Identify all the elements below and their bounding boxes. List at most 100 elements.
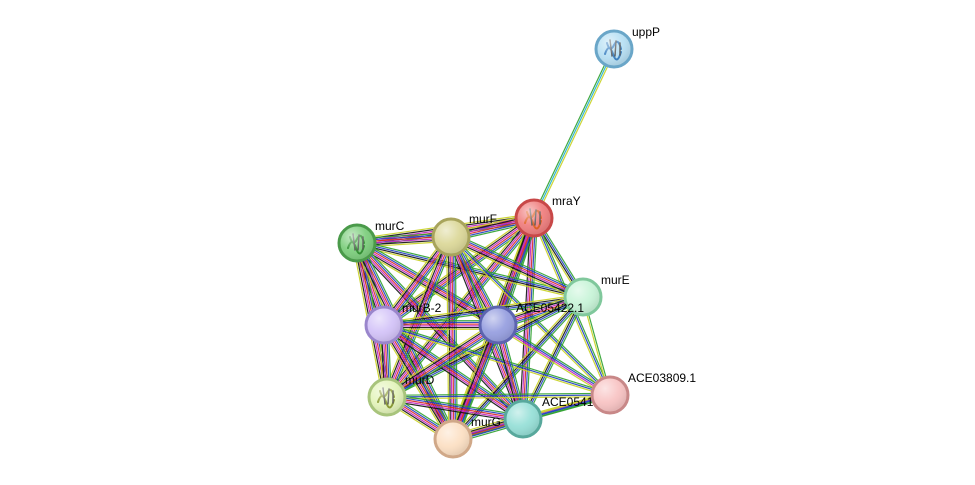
edge-uppP-mraY[interactable]: [531, 48, 617, 219]
edge-evidence-line: [386, 398, 523, 422]
edge-evidence-line: [385, 321, 526, 417]
node-highlight: [370, 380, 404, 414]
edge-evidence-line: [385, 219, 536, 328]
node-mraY[interactable]: mraY: [514, 194, 581, 238]
edge-evidence-line: [388, 237, 454, 399]
edge-evidence-line: [448, 323, 495, 438]
node-highlight: [481, 308, 515, 342]
node-murC[interactable]: murC: [337, 219, 405, 263]
nodes-layer: uppP mraY murC murF murE murB-2 ACE05422.1 murD…: [337, 25, 696, 459]
node-label: ACE0541: [542, 395, 594, 409]
edge-evidence-line: [454, 298, 586, 442]
edge-evidence-line: [382, 235, 448, 396]
edge-evidence-line: [384, 235, 450, 397]
edge-evidence-line: [533, 48, 615, 219]
edge-evidence-line: [450, 236, 611, 396]
node-label: ACE05422.1: [516, 301, 584, 315]
edge-murD-ACE03809.1[interactable]: [386, 392, 611, 400]
edge-evidence-line: [382, 325, 523, 421]
edge-evidence-line: [383, 293, 583, 324]
edge-evidence-line: [531, 48, 614, 218]
edge-evidence-line: [383, 324, 524, 420]
edge-evidence-line: [451, 235, 584, 297]
edge-evidence-line: [384, 322, 611, 394]
edge-murD-ACE0541[interactable]: [386, 393, 524, 423]
edge-murB-2-ACE0541[interactable]: [381, 321, 526, 423]
node-label: murD: [405, 373, 435, 387]
node-highlight: [566, 280, 600, 314]
edge-evidence-line: [497, 325, 610, 397]
edge-evidence-line: [452, 236, 457, 439]
node-highlight: [506, 402, 540, 436]
edge-evidence-line: [451, 234, 585, 296]
edge-evidence-line: [499, 322, 612, 394]
node-label: mraY: [552, 194, 581, 208]
edge-evidence-line: [384, 323, 525, 419]
edge-evidence-line: [357, 241, 584, 297]
edge-evidence-line: [387, 393, 524, 417]
edge-evidence-line: [387, 394, 524, 418]
node-highlight: [434, 220, 468, 254]
edge-ACE05422.1-murD[interactable]: [384, 320, 501, 402]
node-ACE0541[interactable]: ACE0541: [503, 395, 594, 439]
edge-evidence-line: [383, 216, 534, 325]
node-highlight: [597, 32, 631, 66]
edge-evidence-line: [522, 217, 535, 420]
edge-evidence-line: [498, 323, 611, 395]
node-highlight: [517, 201, 551, 235]
edge-evidence-line: [387, 325, 499, 399]
node-label: murB-2: [402, 301, 442, 315]
edge-evidence-line: [383, 295, 583, 325]
node-label: murE: [601, 273, 630, 287]
edge-evidence-line: [386, 323, 498, 397]
edge-evidence-line: [384, 320, 497, 394]
edge-evidence-line: [384, 218, 535, 327]
edge-murF-murE[interactable]: [448, 232, 586, 302]
node-highlight: [593, 378, 627, 412]
edge-evidence-line: [383, 326, 610, 398]
edge-evidence-line: [454, 325, 501, 441]
edge-evidence-line: [496, 326, 609, 398]
edge-murB-2-ACE03809.1[interactable]: [383, 322, 611, 398]
node-murB-2[interactable]: murB-2: [364, 301, 442, 345]
edge-evidence-line: [387, 396, 611, 400]
edge-evidence-line: [385, 322, 497, 396]
edge-evidence-line: [449, 238, 583, 300]
edge-evidence-line: [534, 49, 617, 219]
edge-evidence-line: [456, 326, 503, 441]
node-murE[interactable]: murE: [563, 273, 630, 317]
node-uppP[interactable]: uppP: [594, 25, 660, 69]
edge-evidence-line: [383, 324, 611, 396]
edge-ACE05422.1-ACE03809.1[interactable]: [496, 322, 612, 398]
edge-evidence-line: [386, 399, 523, 423]
node-highlight: [340, 226, 374, 260]
node-label: murG: [471, 415, 501, 429]
edge-evidence-line: [385, 236, 451, 397]
node-label: murF: [469, 212, 497, 226]
node-label: uppP: [632, 25, 660, 39]
node-label: murC: [375, 219, 405, 233]
node-murF[interactable]: murF: [431, 212, 497, 257]
node-murG[interactable]: murG: [433, 415, 501, 459]
edge-evidence-line: [388, 328, 501, 402]
edge-evidence-line: [388, 326, 500, 400]
node-label: ACE03809.1: [628, 371, 696, 385]
node-highlight: [436, 422, 470, 456]
edge-evidence-line: [386, 392, 610, 396]
edge-evidence-line: [451, 236, 455, 439]
edge-evidence-line: [452, 232, 586, 294]
edge-evidence-line: [451, 324, 498, 439]
node-ACE03809.1[interactable]: ACE03809.1: [590, 371, 696, 415]
edge-evidence-line: [386, 394, 611, 398]
edge-evidence-line: [450, 323, 497, 439]
edge-evidence-line: [453, 325, 500, 440]
node-murD[interactable]: murD: [367, 373, 435, 417]
node-highlight: [367, 308, 401, 342]
edge-evidence-line: [448, 240, 582, 302]
edge-evidence-line: [381, 327, 522, 423]
node-ACE05422.1[interactable]: ACE05422.1: [478, 301, 584, 345]
edge-evidence-line: [386, 396, 524, 420]
edge-evidence-line: [450, 237, 583, 299]
edge-ACE05422.1-murG[interactable]: [448, 323, 503, 441]
